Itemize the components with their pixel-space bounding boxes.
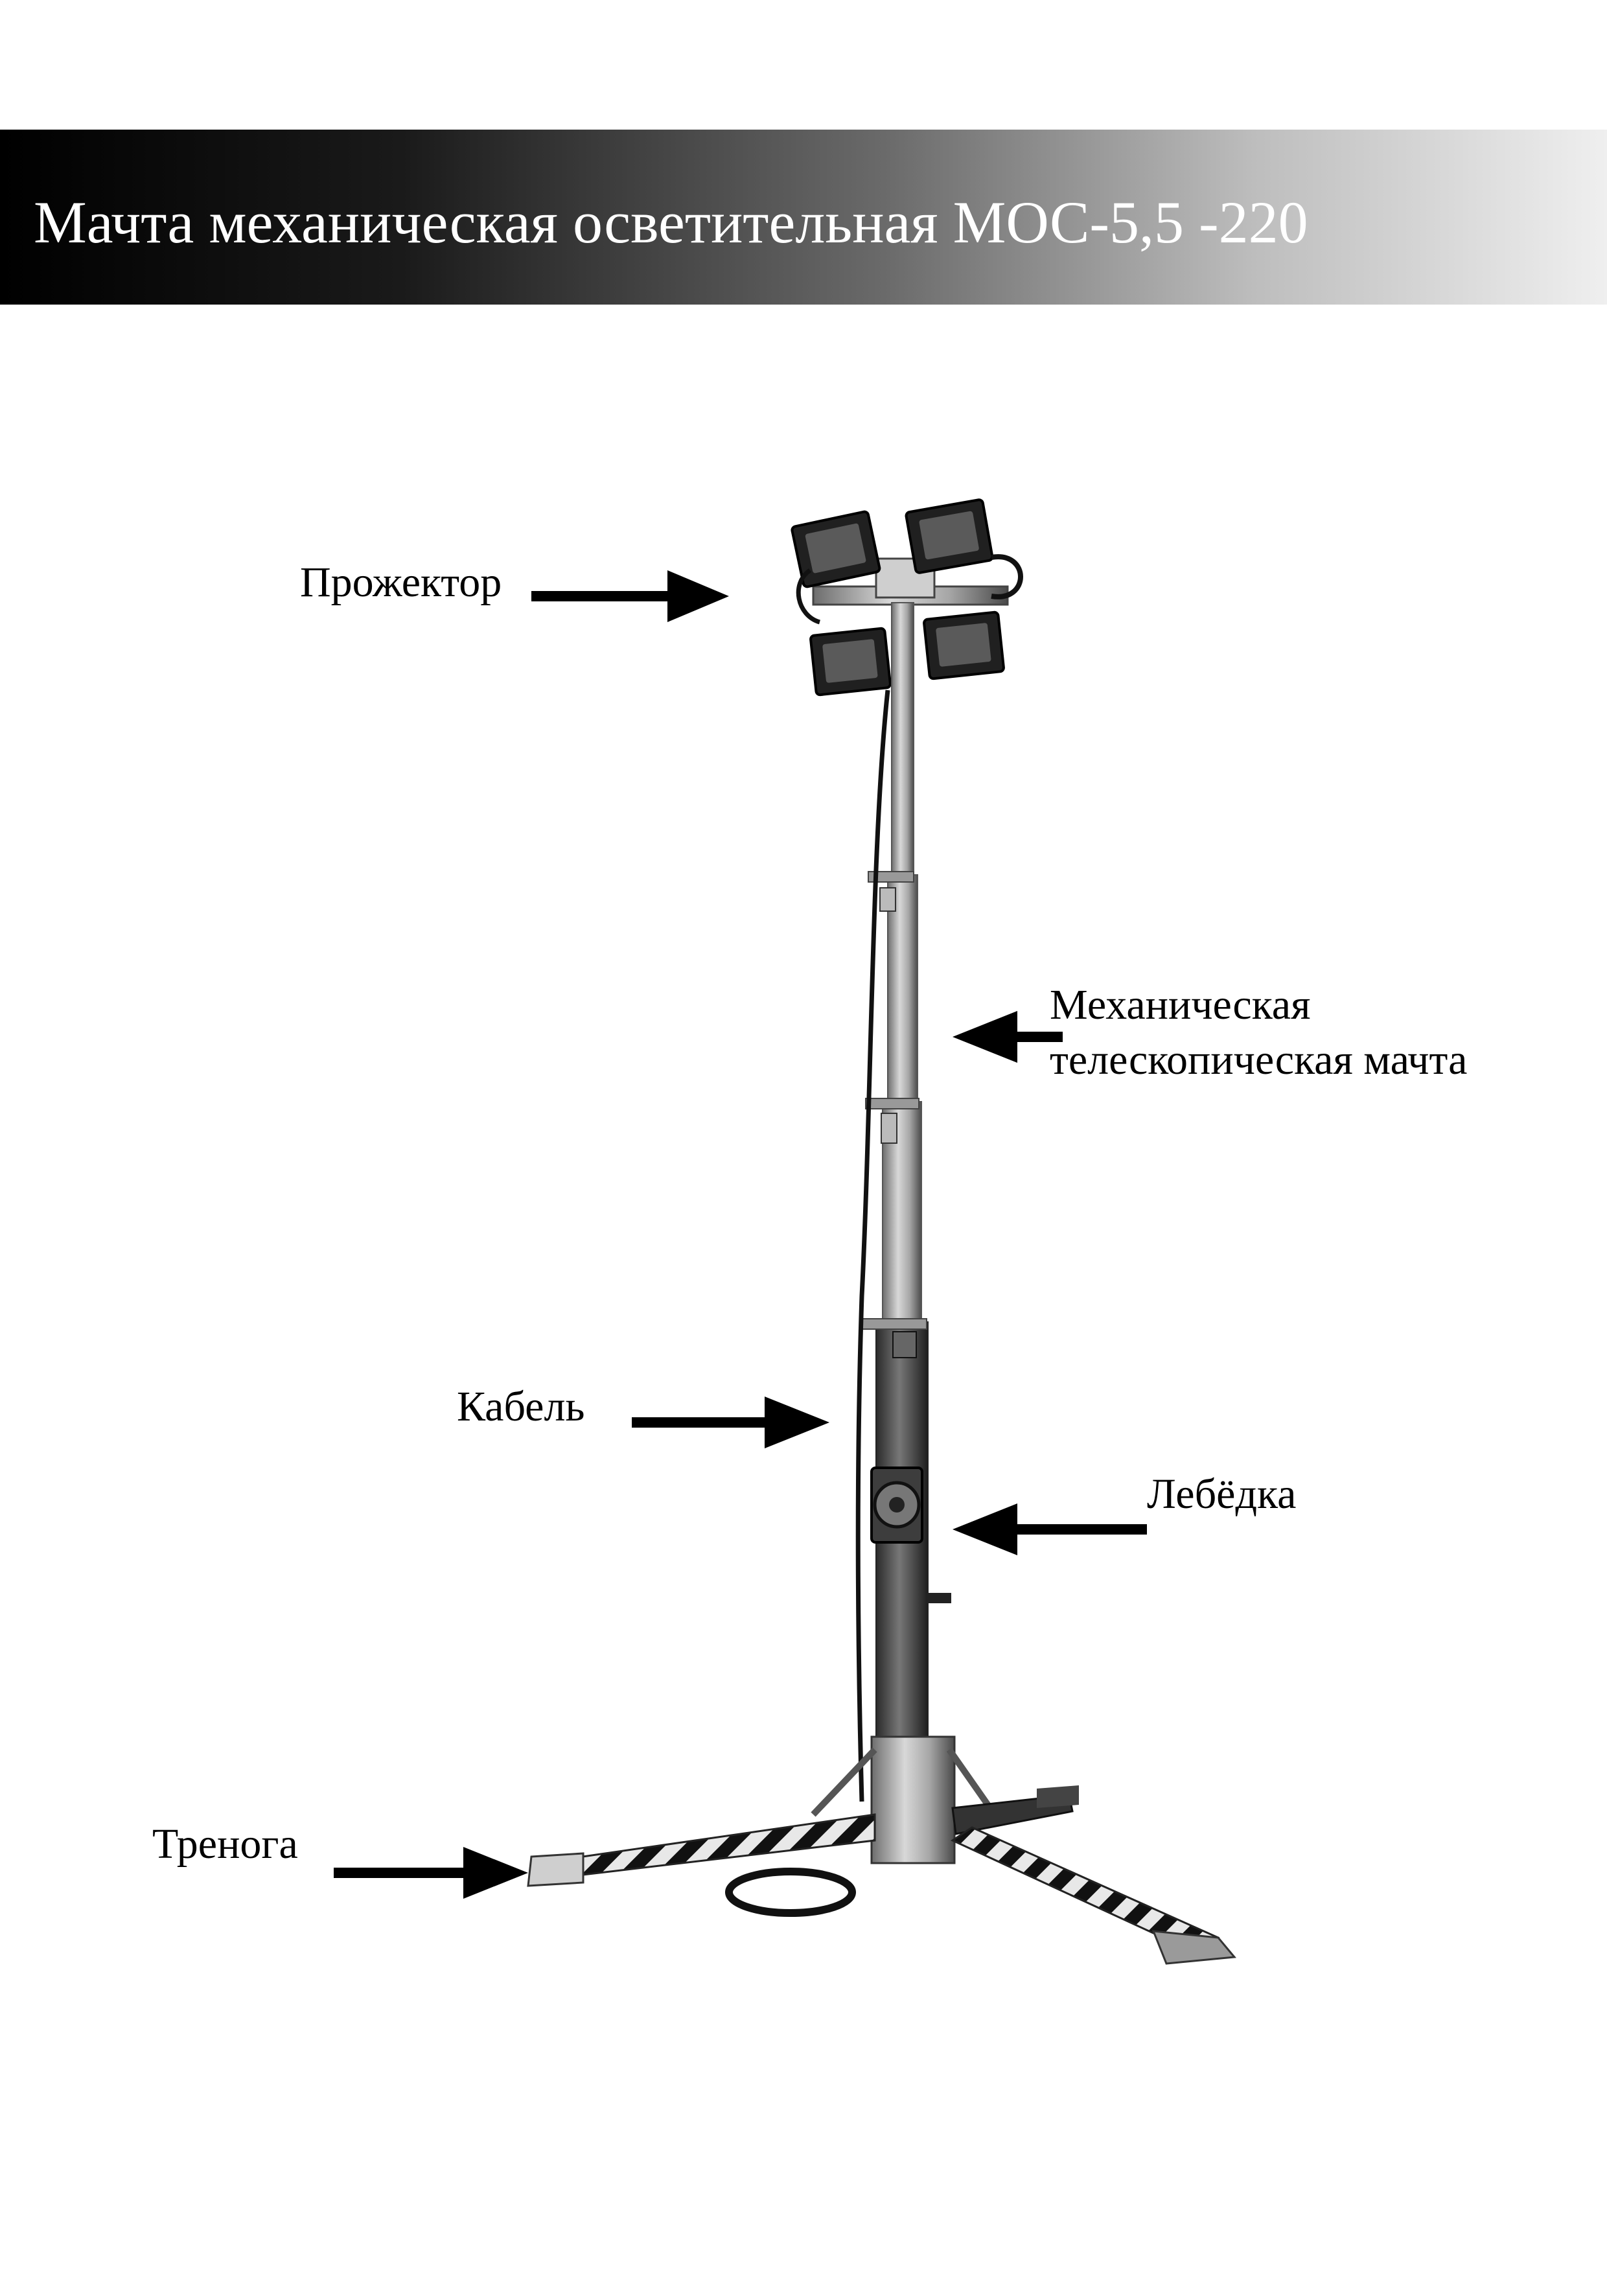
arrow-mast [953,1011,1063,1063]
cable-coil [725,1868,856,1917]
label-projector: Прожектор [300,559,502,606]
page-title: Мачта механическая осветительная МОС-5,5… [34,189,1308,255]
floodlight-top-right [905,498,994,574]
floodlight-bottom-left [809,627,892,697]
label-cable: Кабель [457,1383,585,1430]
floodlight-group [791,498,1023,697]
arrow-cable [632,1397,829,1448]
label-tripod: Тренога [152,1820,298,1868]
title-band: Мачта механическая осветительная МОС-5,5… [0,130,1607,305]
label-mast-line1: Механическая [1050,981,1311,1028]
tripod [527,1735,1236,1965]
floodlight-top-left [791,510,881,588]
floodlight-bottom-right [923,610,1005,680]
telescopic-mast [861,602,929,1737]
winch [870,1467,951,1603]
arrow-tripod [334,1847,528,1899]
cable [855,690,890,1802]
arrow-projector [531,570,729,622]
label-mast-line2: телескопическая мачта [1050,1036,1468,1084]
label-winch: Лебёдка [1147,1470,1297,1518]
arrow-winch [953,1503,1147,1555]
